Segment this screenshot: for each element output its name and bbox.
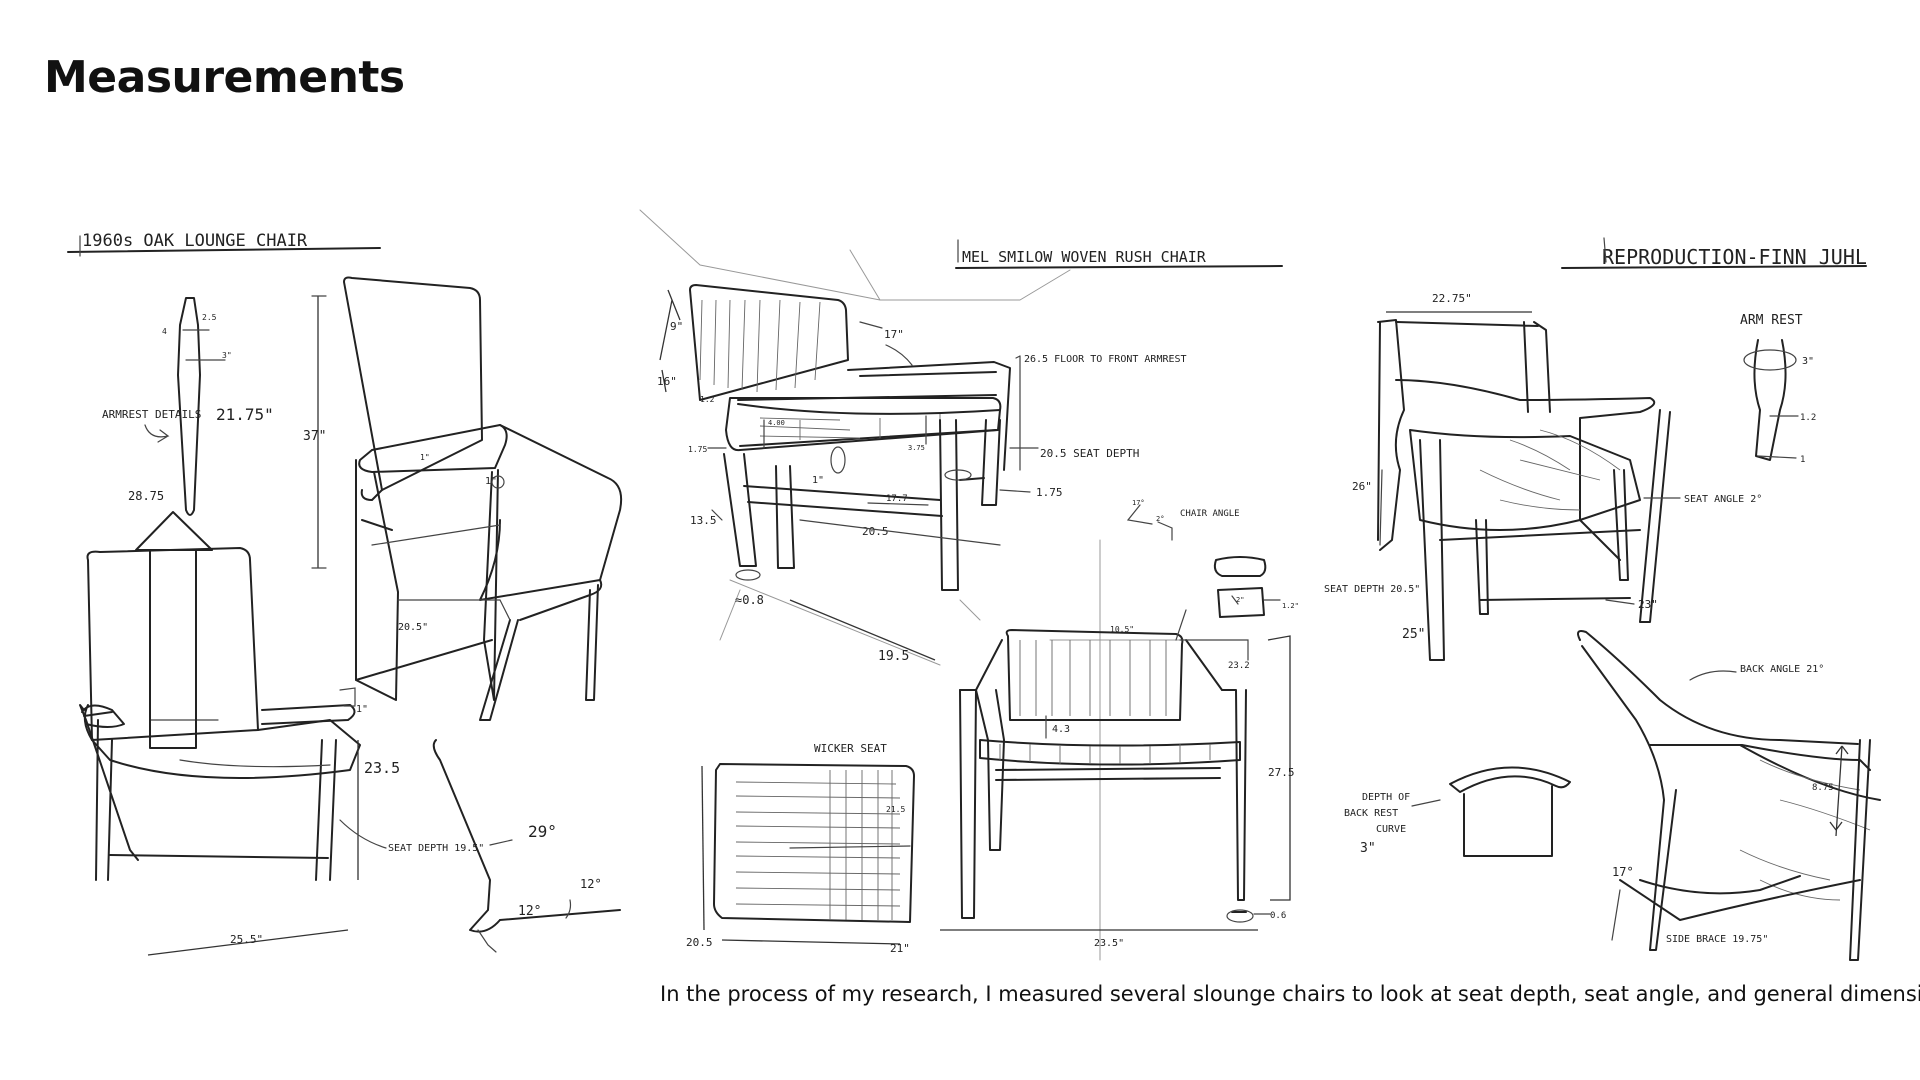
finn-back-rest-curve: DEPTH OF BACK REST CURVE 3" [1344, 766, 1571, 857]
smilow-chair-angle: 17° 2° CHAIR ANGLE [1126, 499, 1240, 541]
svg-text:3.75: 3.75 [908, 444, 925, 452]
oak-arm-height: 23.5 [364, 759, 400, 777]
smilow-dim-9: 9" [670, 320, 683, 333]
oak-chair-heading: 1960s OAK LOUNGE CHAIR [82, 231, 308, 251]
smilow-chair-heading: MEL SMILOW WOVEN RUSH CHAIR [962, 248, 1207, 266]
finn-back-angle: BACK ANGLE 21° [1740, 664, 1824, 675]
smilow-seat-depth: 20.5 SEAT DEPTH [1040, 447, 1139, 460]
svg-text:3": 3" [222, 351, 232, 360]
svg-text:23.2: 23.2 [1228, 661, 1250, 671]
page-title: Measurements [44, 52, 405, 103]
smilow-chair-section: MEL SMILOW WOVEN RUSH CHAIR 9" 16" [639, 209, 1299, 961]
smilow-chair-front-view: 10.5" 23.2 4.3 27.5 0.6 23.5" [940, 539, 1295, 961]
svg-text:4.00: 4.00 [768, 419, 785, 427]
finn-seat-angle: SEAT ANGLE 2° [1684, 494, 1762, 505]
finn-depth-back-value: 3" [1360, 841, 1376, 856]
svg-text:8.75: 8.75 [1812, 783, 1834, 793]
svg-text:1.75: 1.75 [688, 445, 707, 454]
oak-armrest-length: 21.75" [216, 405, 274, 424]
svg-text:1": 1" [356, 704, 368, 715]
oak-width: 25.5" [230, 933, 263, 946]
smilow-dim-17: 17" [884, 328, 904, 341]
svg-text:4.3: 4.3 [1052, 724, 1070, 735]
svg-text:23.5": 23.5" [1094, 938, 1124, 949]
svg-text:17.7: 17.7 [886, 494, 908, 504]
svg-text:20.5: 20.5 [686, 936, 713, 949]
oak-armrest-label: ARMREST DETAILS [102, 408, 201, 421]
svg-text:4: 4 [162, 327, 167, 336]
svg-text:1": 1" [420, 453, 430, 462]
svg-text:21.5: 21.5 [886, 805, 905, 814]
finn-chair-section: REPRODUCTION-FINN JUHL 22.75" 26" SEAT A… [1324, 237, 1881, 961]
page-caption: In the process of my research, I measure… [660, 982, 1920, 1006]
svg-text:19.5: 19.5 [878, 649, 909, 664]
finn-chair-side-view: BACK ANGLE 21° 8.75 17° SIDE BRACE 19.75… [1577, 630, 1881, 961]
smilow-dim-16: 16" [657, 375, 677, 388]
smilow-cross-section: 2" 1.2" [1213, 556, 1299, 618]
oak-chair-front-view: 28.75 1" 23.5 SEAT DEPTH 19.5" 25.5" [79, 489, 484, 956]
oak-arrow-value: 28.75 [128, 489, 164, 503]
oak-seat-depth: SEAT DEPTH 19.5" [388, 843, 484, 854]
smilow-chair-angle-label: CHAIR ANGLE [1180, 509, 1240, 519]
oak-chair-section: 1960s OAK LOUNGE CHAIR 4 2.5 3" 21.75" A… [67, 231, 623, 956]
finn-chair-front-view: 22.75" 26" SEAT ANGLE 2° SEAT DEPTH 20.5… [1324, 292, 1762, 661]
svg-text:1.2: 1.2 [700, 395, 715, 404]
wicker-seat-title: WICKER SEAT [814, 742, 887, 755]
smilow-chair-perspective: 9" 16" 17" 26.5 FLOOR TO FRONT ARMREST 2… [639, 209, 1187, 666]
svg-text:1.75: 1.75 [1036, 486, 1063, 499]
svg-text:0.6: 0.6 [1270, 911, 1286, 921]
oak-chair-side-view: 37" 20.5" 1" 1" [303, 276, 623, 721]
svg-text:1: 1 [1800, 455, 1805, 465]
oak-depth-side: 20.5" [398, 622, 428, 633]
finn-dim-2275: 22.75" [1432, 292, 1472, 305]
svg-text:DEPTH OF: DEPTH OF [1362, 792, 1410, 803]
svg-text:27.5: 27.5 [1268, 766, 1295, 779]
svg-text:BACK REST: BACK REST [1344, 808, 1398, 819]
oak-angle-seat: 12° [518, 904, 541, 919]
oak-angle-seat-2: 12° [580, 877, 602, 891]
svg-text:1": 1" [812, 475, 824, 486]
svg-text:20.5: 20.5 [862, 525, 889, 538]
svg-text:2°: 2° [1156, 515, 1164, 523]
svg-text:17°: 17° [1612, 865, 1634, 879]
svg-text:≈0.8: ≈0.8 [735, 593, 764, 607]
svg-text:2.5: 2.5 [202, 313, 217, 322]
svg-text:17°: 17° [1132, 499, 1145, 507]
finn-arm-rest-label: ARM REST [1740, 313, 1803, 328]
oak-height: 37" [303, 429, 326, 444]
finn-seat-depth: SEAT DEPTH 20.5" [1324, 584, 1420, 595]
svg-text:CURVE: CURVE [1376, 824, 1406, 835]
finn-arm-rest-profile: ARM REST 3" 1.2 1 [1740, 313, 1816, 465]
svg-text:10.5": 10.5" [1110, 625, 1134, 634]
smilow-wicker-seat: WICKER SEAT 21.5 20.5 21" [686, 742, 915, 955]
finn-chair-heading: REPRODUCTION-FINN JUHL [1602, 245, 1867, 269]
svg-text:1.2": 1.2" [1282, 602, 1299, 610]
oak-angle-back: 29° [528, 822, 557, 841]
smilow-floor-armrest: 26.5 FLOOR TO FRONT ARMREST [1024, 354, 1187, 365]
svg-text:13.5: 13.5 [690, 514, 717, 527]
svg-text:25": 25" [1402, 627, 1425, 642]
svg-text:1.2: 1.2 [1800, 413, 1816, 423]
oak-armrest-detail: 4 2.5 3" 21.75" ARMREST DETAILS [102, 297, 274, 516]
svg-text:23": 23" [1638, 598, 1658, 611]
svg-text:21": 21" [890, 942, 910, 955]
svg-text:1": 1" [485, 476, 497, 487]
oak-chair-angle-sketch: 29° 12° 12° [432, 739, 621, 953]
finn-side-brace: SIDE BRACE 19.75" [1666, 934, 1768, 945]
svg-text:2": 2" [1236, 596, 1244, 604]
svg-text:3": 3" [1802, 356, 1814, 367]
svg-text:26": 26" [1352, 480, 1372, 493]
